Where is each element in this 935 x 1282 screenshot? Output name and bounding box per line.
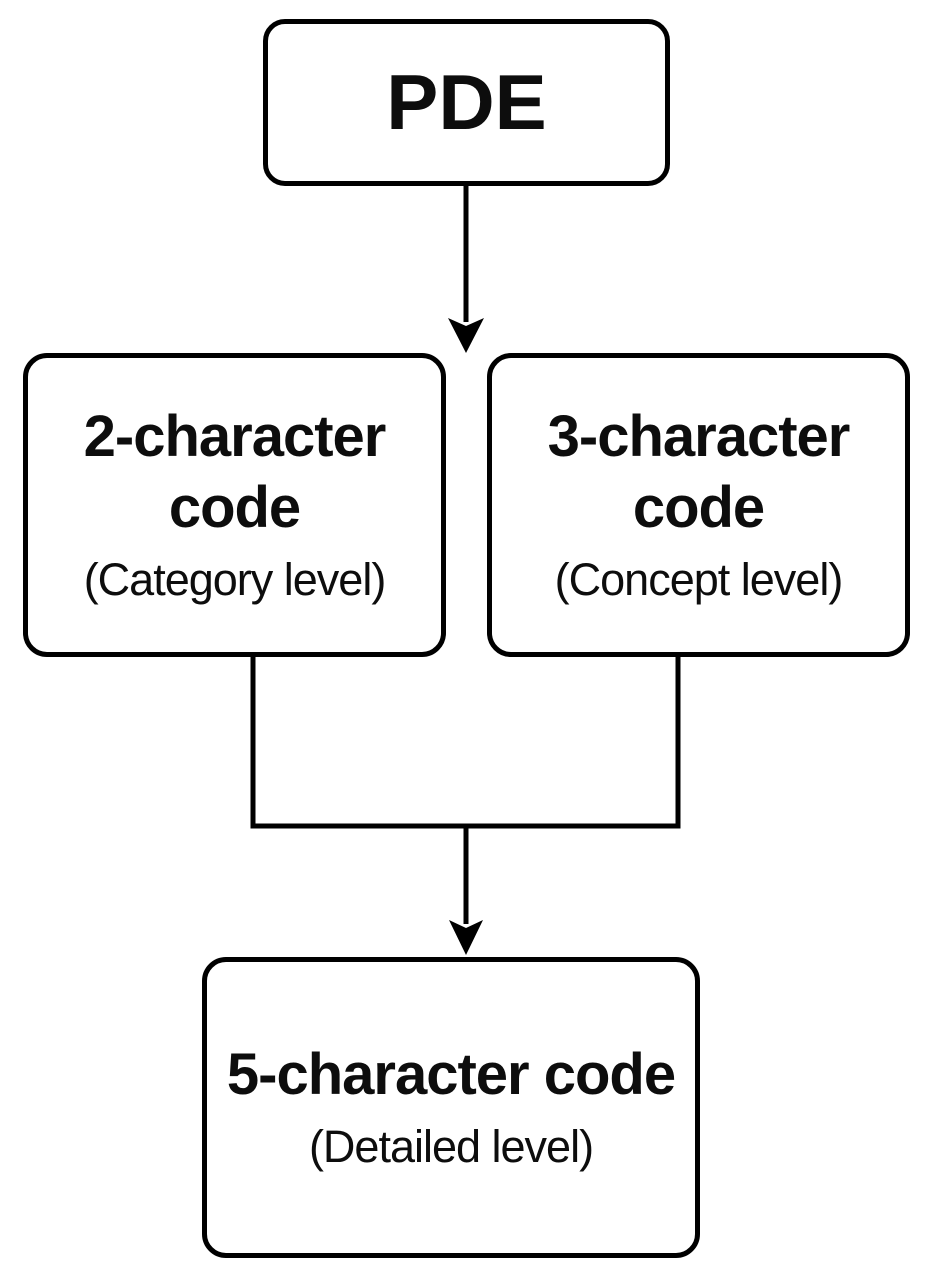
node-2-character-code: 2-character code (Category level) <box>23 353 446 657</box>
edge-merge-connector <box>250 655 681 829</box>
node-2-character-code-sublabel: (Category level) <box>83 553 387 605</box>
node-5-character-code-label: 5-character code <box>226 1042 676 1107</box>
node-3-character-code-sublabel: (Concept level) <box>554 553 844 605</box>
node-2-character-code-label: 2-character code <box>83 404 387 540</box>
node-pde-label: PDE <box>386 57 547 146</box>
node-5-character-code-sublabel: (Detailed level) <box>308 1120 594 1172</box>
arrow-down-icon <box>448 318 484 353</box>
node-3-character-code: 3-character code (Concept level) <box>487 353 910 657</box>
node-3-character-code-label: 3-character code <box>547 404 851 540</box>
node-pde: PDE <box>263 19 670 186</box>
node-5-character-code: 5-character code (Detailed level) <box>202 957 700 1258</box>
arrow-down-icon <box>449 920 483 955</box>
